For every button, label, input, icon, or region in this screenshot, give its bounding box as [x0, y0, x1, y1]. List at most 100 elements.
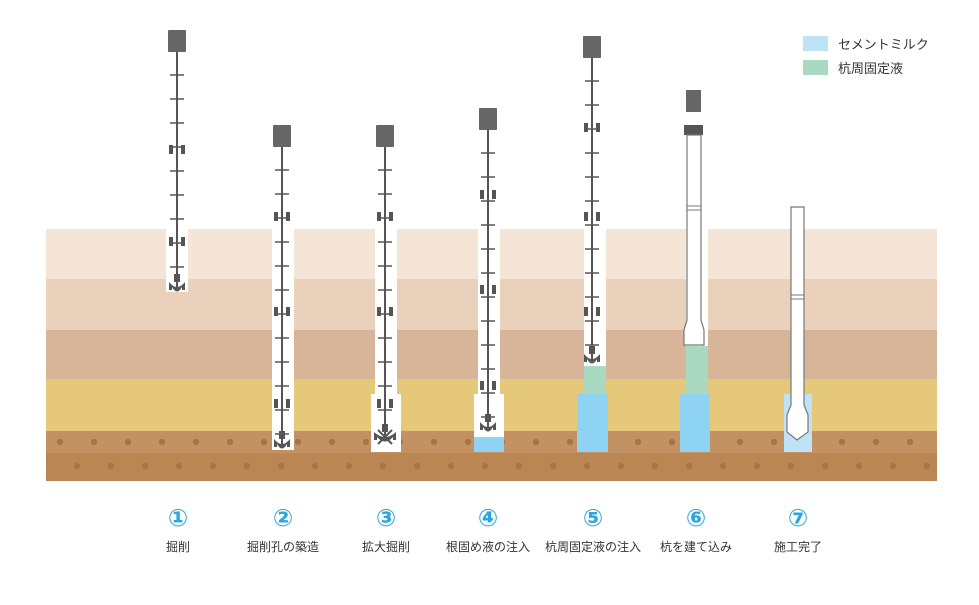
gravel-dot — [124, 438, 132, 446]
legend: セメントミルク 杭周固定液 — [803, 31, 929, 79]
gravel-dot — [532, 438, 540, 446]
gravel-dot — [345, 462, 353, 470]
coupling — [389, 212, 393, 221]
coupling — [274, 212, 278, 221]
step-label-5: 杭周固定液の注入 — [544, 540, 641, 554]
gravel-dot — [634, 438, 642, 446]
cement-milk-fill — [474, 437, 504, 452]
gravel-dot — [685, 462, 693, 470]
gravel-dot — [430, 438, 438, 446]
gravel-dot — [226, 438, 234, 446]
legend-label: 杭周固定液 — [838, 61, 904, 77]
coupling — [480, 190, 484, 199]
motor-unit — [479, 108, 497, 130]
auger-head — [169, 282, 185, 292]
gravel-dot — [923, 462, 931, 470]
gravel-dot — [617, 462, 625, 470]
fixing-liquid-fill — [686, 346, 708, 394]
step-label-4: 根固め液の注入 — [445, 540, 530, 554]
gravel-dot — [447, 462, 455, 470]
motor-unit — [583, 36, 601, 58]
fixing-liquid-swatch — [803, 59, 828, 75]
gravel-dot — [464, 438, 472, 446]
gravel-dot — [294, 438, 302, 446]
gravel-dot — [73, 462, 81, 470]
gravel-dot — [362, 438, 370, 446]
auger-head — [374, 432, 396, 442]
coupling — [480, 381, 484, 390]
gravel-dot — [277, 462, 285, 470]
gravel-dot — [549, 462, 557, 470]
coupling — [274, 399, 278, 408]
coupling — [596, 123, 600, 132]
step-number-2: ② — [272, 504, 294, 532]
gravel-dot — [753, 462, 761, 470]
motor-unit — [273, 125, 291, 147]
pile-clamp — [684, 125, 703, 135]
auger-shaft — [279, 431, 285, 439]
motor-unit — [376, 125, 394, 147]
coupling — [169, 237, 173, 246]
gravel-dot — [821, 462, 829, 470]
coupling — [181, 237, 185, 246]
coupling — [492, 381, 496, 390]
gravel-dot — [328, 438, 336, 446]
gravel-dot — [583, 462, 591, 470]
gravel-dot — [413, 462, 421, 470]
auger-shaft — [382, 424, 388, 432]
coupling — [584, 212, 588, 221]
gravel-dot — [175, 462, 183, 470]
legend-item-fixing-liquid: 杭周固定液 — [803, 55, 929, 79]
fixing-liquid-fill — [584, 366, 606, 394]
gravel-dot — [855, 462, 863, 470]
gravel-dot — [260, 438, 268, 446]
coupling — [596, 307, 600, 316]
gravel-dot — [56, 438, 64, 446]
step-number-7: ⑦ — [787, 504, 809, 532]
step-label-1: 掘削 — [165, 540, 190, 554]
gravel-dot — [107, 462, 115, 470]
gravel-dot — [192, 438, 200, 446]
coupling — [377, 307, 381, 316]
gravel-dot — [787, 462, 795, 470]
coupling — [492, 285, 496, 294]
pile — [786, 206, 809, 441]
auger-shaft — [589, 346, 595, 354]
gravel-dot — [906, 438, 914, 446]
coupling — [181, 145, 185, 154]
legend-item-cement-milk: セメントミルク — [803, 31, 929, 55]
coupling — [286, 212, 290, 221]
coupling — [274, 307, 278, 316]
coupling — [286, 399, 290, 408]
motor-unit — [168, 30, 186, 52]
gravel-dot — [515, 462, 523, 470]
gravel-dot — [90, 438, 98, 446]
coupling — [584, 307, 588, 316]
gravel-dot — [770, 438, 778, 446]
coupling — [169, 145, 173, 154]
auger-head — [274, 439, 290, 449]
gravel-dot — [889, 462, 897, 470]
coupling — [584, 123, 588, 132]
coupling — [480, 285, 484, 294]
gravel-dot — [209, 462, 217, 470]
auger-shaft — [174, 274, 180, 282]
coupling — [596, 212, 600, 221]
step-number-4: ④ — [477, 504, 499, 532]
step-number-5: ⑤ — [582, 504, 604, 532]
legend-label: セメントミルク — [838, 37, 929, 53]
gravel-dot — [838, 438, 846, 446]
pile — [683, 134, 705, 346]
auger-head — [480, 422, 496, 432]
cement-milk-fill — [680, 394, 710, 452]
gravel-dot — [141, 462, 149, 470]
gravel-dot — [872, 438, 880, 446]
expansion-blade-icon — [377, 429, 393, 445]
coupling — [286, 307, 290, 316]
gravel-dot — [719, 462, 727, 470]
step-label-2: 掘削孔の築造 — [246, 540, 319, 554]
step-number-1: ① — [167, 504, 189, 532]
coupling — [377, 212, 381, 221]
